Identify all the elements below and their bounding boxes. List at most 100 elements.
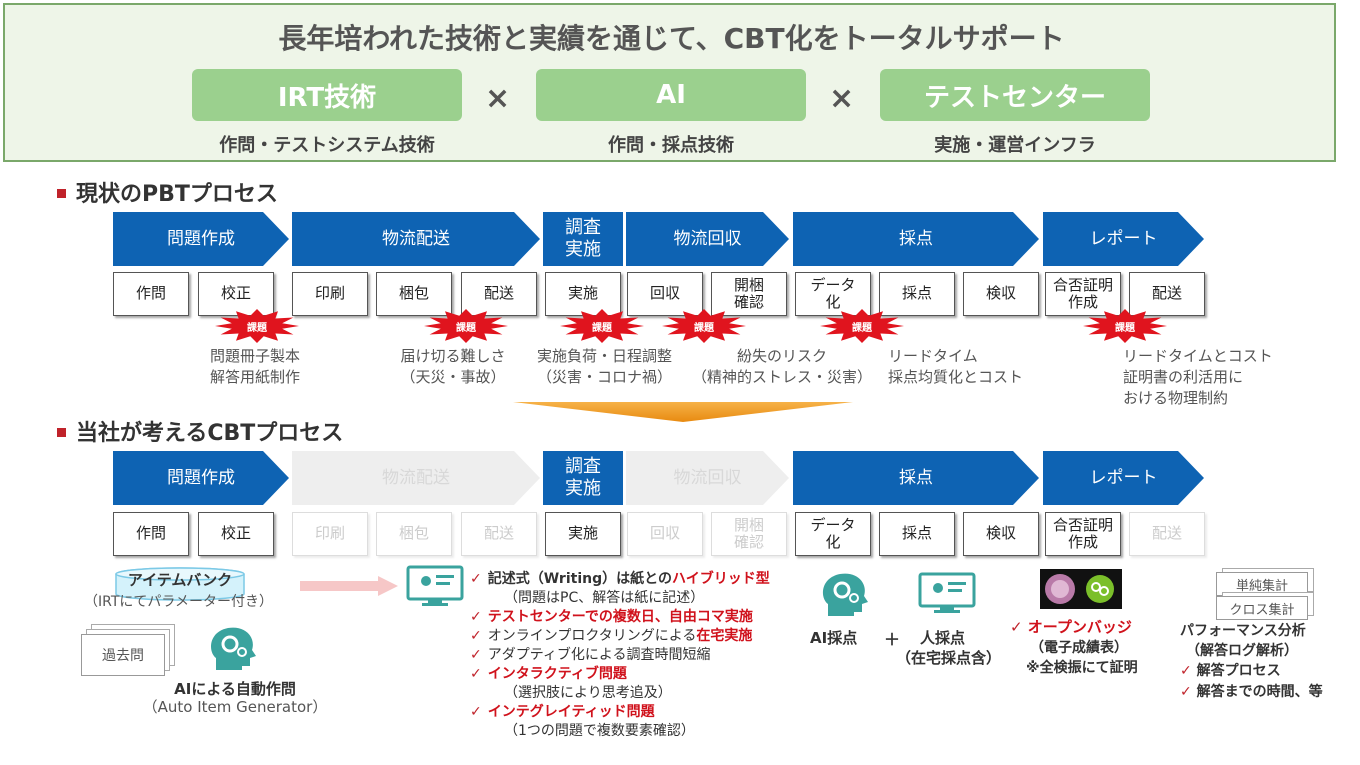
report-title: パフォーマンス分析 (1180, 623, 1306, 639)
cbt-task-6: 実施 (545, 512, 621, 556)
stage-label: 物流回収 (673, 467, 742, 488)
burst-label: 課題 (694, 322, 714, 334)
chevron-arrow-icon (292, 451, 540, 505)
feature-text: 記述式（Writing）は紙との (487, 571, 672, 587)
bullet-square (57, 188, 66, 198)
chevron-arrow-icon (292, 212, 540, 266)
feature-item: ✓テストセンターでの複数日、自由コマ実施 (470, 608, 800, 627)
cbt-task-11: 検収 (963, 512, 1039, 556)
test-center-pill: テストセンター (880, 69, 1150, 121)
irt-sub: 作問・テストシステム技術 (219, 135, 435, 156)
badge-title-text: オープンバッジ (1027, 618, 1132, 636)
report-item: ✓ 解答プロセス (1180, 660, 1281, 680)
check-icon: ✓ (470, 647, 482, 663)
cbt-feature-list: ✓ 記述式（Writing）は紙とのハイブリッド型 （問題はPC、解答は紙に記述）… (470, 570, 800, 741)
chevron-arrow-icon (626, 212, 789, 266)
report-sub: （解答ログ解析） (1186, 643, 1298, 659)
issue-note-2: 届け切る難しさ （天災・事故） (400, 347, 506, 386)
cbt-task-8: 開梱 確認 (711, 512, 787, 556)
issue-burst: 課題 (560, 309, 644, 343)
pbt-task-4: 梱包 (376, 272, 452, 316)
issue-note-3: 実施負荷・日程調整 （災害・コロナ禍） (536, 347, 672, 386)
cbt-stage-4: 物流回収 (626, 451, 789, 505)
irt-pill: IRT技術 (192, 69, 462, 121)
paper-label: クロス集計 (1216, 596, 1308, 620)
stage-label: 物流配送 (382, 467, 450, 488)
times-symbol: × (485, 81, 511, 116)
cbt-task-7: 回収 (627, 512, 703, 556)
human-scoring-label: 人採点 (920, 629, 966, 647)
badge-sub: （電子成績表） (1030, 640, 1128, 656)
issue-burst: 課題 (424, 309, 508, 343)
pbt-task-12: 合否証明 作成 (1045, 272, 1121, 316)
feature-text: オンラインプロクタリングによる (487, 628, 697, 644)
issue-note-1: 問題冊子製本 解答用紙制作 (210, 347, 301, 386)
bullet-square (57, 427, 66, 437)
pbt-task-2: 校正 (198, 272, 274, 316)
cbt-task-4: 梱包 (376, 512, 452, 556)
chevron-arrow-icon (626, 451, 789, 505)
cbt-stage-1: 問題作成 (113, 451, 289, 505)
issue-burst: 課題 (215, 309, 299, 343)
check-icon: ✓ (1180, 684, 1197, 700)
pbt-heading: 現状のPBTプロセス (57, 176, 278, 208)
pbt-heading-text: 現状のPBTプロセス (76, 182, 278, 207)
item-bank-sub: （IRTにてパラメーター付き） (84, 594, 273, 610)
issue-note-6: リードタイムとコスト 証明書の利活用に おける物理制約 (1123, 347, 1273, 407)
pbt-task-8: 開梱 確認 (711, 272, 787, 316)
badge-note: ※全検振にて証明 (1026, 660, 1138, 676)
cbt-heading: 当社が考えるCBTプロセス (57, 415, 343, 447)
auto-gen-sub: （Auto Item Generator） (142, 698, 328, 716)
feature-sub: （1つの問題で複数要素確認） (504, 723, 695, 739)
burst-shape-icon (1083, 309, 1167, 343)
pill-label: AI (656, 80, 686, 110)
times-symbol: × (829, 81, 855, 116)
pbt-stage-3: 調査 実施 (543, 212, 623, 266)
pbt-task-9: データ 化 (795, 272, 871, 316)
check-icon: ✓ (1180, 663, 1197, 679)
feature-sub: （選択肢により思考追及） (504, 685, 672, 701)
check-icon: ✓ (470, 666, 482, 682)
pbt-task-1: 作問 (113, 272, 189, 316)
cbt-task-2: 校正 (198, 512, 274, 556)
check-icon: ✓ (1010, 618, 1028, 636)
feature-text-highlight: インタラクティブ問題 (487, 666, 627, 682)
test-center-sub: 実施・運営インフラ (934, 135, 1096, 156)
burst-shape-icon (820, 309, 904, 343)
item-bank-label: アイテムバンク (127, 571, 233, 589)
check-icon: ✓ (470, 704, 482, 720)
report-item-text: 解答プロセス (1196, 663, 1281, 679)
cbt-task-13: 配送 (1129, 512, 1205, 556)
transition-arrow (513, 402, 853, 422)
stage-label: 問題作成 (167, 228, 235, 249)
past-questions-label: 過去問 (81, 634, 165, 676)
pbt-stage-2: 物流配送 (292, 212, 540, 266)
cbt-task-3: 印刷 (292, 512, 368, 556)
stage-label: 調査 実施 (565, 456, 601, 499)
feature-sub: （問題はPC、解答は紙に記述） (504, 590, 705, 606)
chevron-arrow-icon (1043, 212, 1204, 266)
feature-text-highlight: ハイブリッド型 (671, 571, 770, 587)
summary-banner: 長年培われた技術と実績を通じて、CBT化をトータルサポート IRT技術 作問・テ… (3, 3, 1336, 162)
stage-label: レポート (1089, 228, 1158, 249)
pbt-stage-1: 問題作成 (113, 212, 289, 266)
auto-gen-title: AIによる自動作問 (174, 680, 296, 698)
ai-pill: AI (536, 69, 806, 121)
cbt-task-12: 合否証明 作成 (1045, 512, 1121, 556)
check-icon: ✓ (470, 628, 482, 644)
pill-label: テストセンター (923, 82, 1106, 113)
pbt-task-11: 検収 (963, 272, 1039, 316)
burst-label: 課題 (456, 322, 476, 334)
pbt-task-13: 配送 (1129, 272, 1205, 316)
feature-text-highlight: テストセンターでの複数日、自由コマ実施 (487, 609, 753, 625)
ai-scoring-label: AI採点 (810, 629, 858, 647)
issue-burst: 課題 (662, 309, 746, 343)
badge-icon (1045, 574, 1114, 604)
feature-text-highlight: インテグレイティッド問題 (487, 704, 655, 720)
pbt-stage-4: 物流回収 (626, 212, 789, 266)
banner-title: 長年培われた技術と実績を通じて、CBT化をトータルサポート (278, 22, 1065, 55)
chevron-arrow-icon (1043, 451, 1204, 505)
burst-shape-icon (662, 309, 746, 343)
stage-label: 物流配送 (382, 228, 450, 249)
cbt-stage-6: レポート (1043, 451, 1204, 505)
